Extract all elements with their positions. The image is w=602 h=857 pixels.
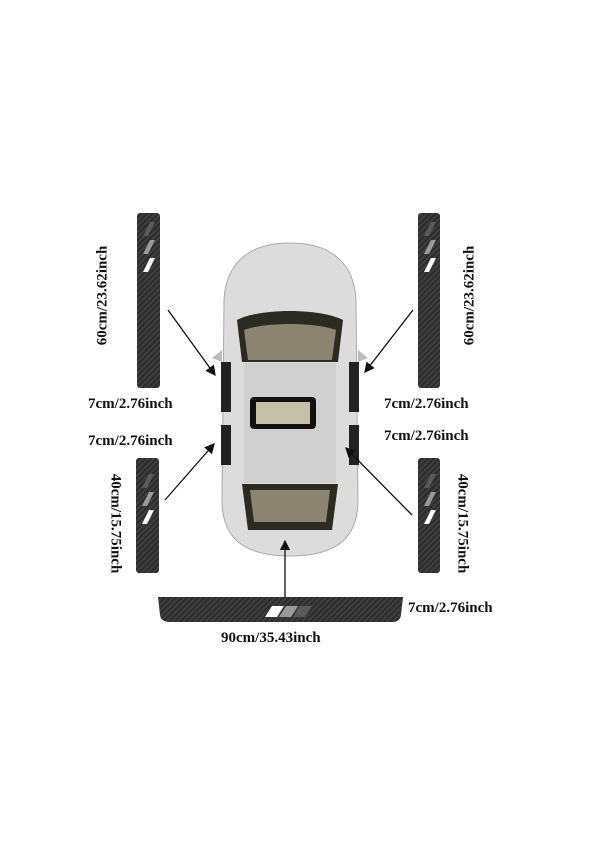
- front-left-length-label: 60cm/23.62inch: [94, 245, 111, 346]
- front-right-sticker-strip: [418, 213, 440, 388]
- rear-left-width-label: 7cm/2.76inch: [88, 433, 173, 449]
- front-right-width-label: 7cm/2.76inch: [384, 396, 469, 412]
- trunk-length-label: 90cm/35.43inch: [221, 630, 321, 646]
- front-left-sticker-strip: [137, 213, 160, 388]
- car-top-view: [212, 242, 368, 557]
- rear-left-length-label: 40cm/15.75inch: [107, 473, 124, 574]
- rear-right-sticker-strip: [418, 458, 440, 573]
- trunk-width-label: 7cm/2.76inch: [408, 600, 493, 616]
- front-right-length-label: 60cm/23.62inch: [461, 245, 478, 346]
- rear-left-sticker-strip: [136, 458, 159, 573]
- arrow-rear-left: [164, 443, 215, 501]
- trunk-sticker-strip: [158, 597, 403, 622]
- rear-right-length-label: 40cm/15.75inch: [454, 473, 471, 574]
- front-left-width-label: 7cm/2.76inch: [88, 396, 173, 412]
- arrow-front-right: [364, 309, 414, 374]
- arrow-rear-right: [345, 447, 413, 516]
- arrow-front-left: [167, 309, 216, 377]
- rear-right-width-label: 7cm/2.76inch: [384, 428, 469, 444]
